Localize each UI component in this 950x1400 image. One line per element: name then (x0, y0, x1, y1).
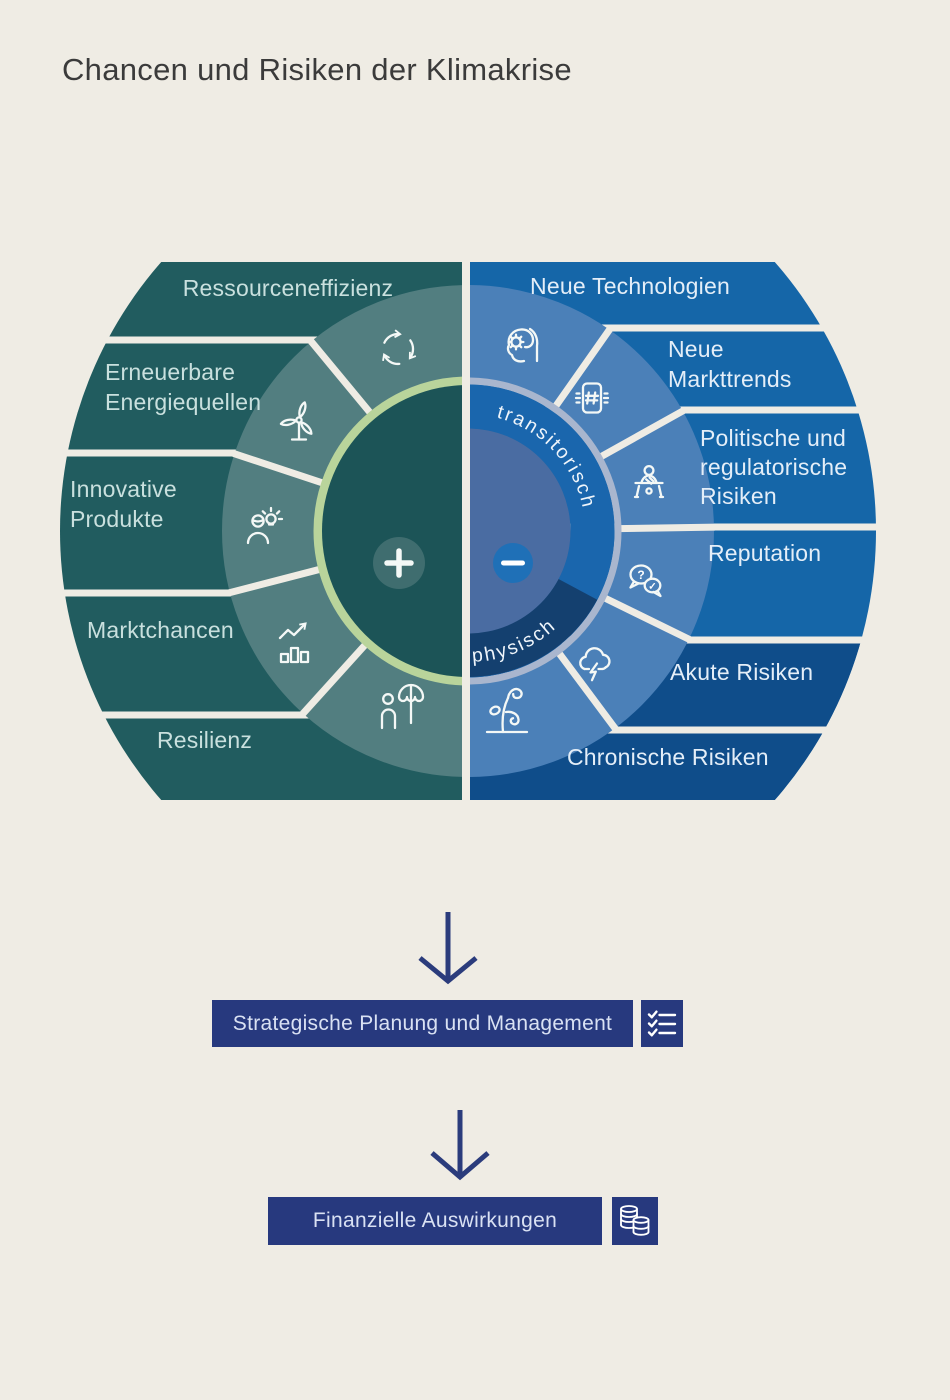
wilted-plant-icon (485, 687, 529, 734)
segment-label: Produkte (70, 506, 164, 532)
down-arrow-icon (418, 912, 478, 985)
speech-bubbles-icon: ? ✓ (629, 564, 662, 598)
chances-icon-ring (222, 285, 462, 777)
growth-chart-icon (278, 622, 310, 664)
financial-impact-bar: Finanzielle Auswirkungen (268, 1197, 602, 1245)
minus-icon (493, 543, 533, 583)
segment-label: Chronische Risiken (567, 744, 769, 770)
podium-person-icon (633, 464, 665, 499)
storm-cloud-icon (579, 647, 611, 682)
segment-label: Neue Technologien (530, 273, 730, 299)
green-ring (313, 376, 462, 686)
segment-label: Risiken (700, 483, 777, 509)
risks-half: transitorisch physisch (470, 262, 920, 800)
segment-label: Akute Risiken (670, 659, 813, 685)
transitory-band (470, 384, 615, 678)
svg-text:?: ? (637, 568, 644, 582)
chances-half: Ressourceneffizienz Erneuerbare Energieq… (20, 262, 462, 800)
segment-label: Politische und (700, 425, 846, 451)
segment-label: Markttrends (668, 366, 792, 392)
financial-impact-label: Finanzielle Auswirkungen (312, 1209, 558, 1232)
segment-label: Resilienz (157, 727, 252, 753)
physical-band (470, 578, 598, 677)
segment-label: Neue (668, 336, 724, 362)
plus-icon (373, 537, 425, 589)
segment-label: Marktchancen (87, 617, 234, 643)
wind-turbine-icon (279, 401, 313, 441)
svg-text:✓: ✓ (648, 582, 656, 593)
chances-inner-disc (322, 385, 462, 677)
segment-label: Ressourceneffizienz (183, 275, 394, 301)
segment-label: Erneuerbare (105, 359, 235, 385)
page-title: Chancen und Risiken der Klimakrise (62, 52, 572, 87)
phone-hashtag-icon (574, 382, 610, 414)
recycle-icon (382, 329, 417, 366)
checklist-icon (647, 1010, 677, 1036)
coins-icon-box (612, 1197, 658, 1245)
strategic-planning-label: Strategische Planung und Management (232, 1011, 613, 1035)
checklist-icon-box (641, 1000, 683, 1047)
down-arrow-icon (430, 1110, 490, 1181)
segment-label: regulatorische (700, 454, 847, 480)
segment-label: Innovative (70, 476, 177, 502)
coins-icon (620, 1205, 650, 1236)
segment-label: Energiequellen (105, 389, 261, 415)
idea-person-icon (246, 506, 284, 545)
inner-gray-ring (470, 377, 622, 685)
ai-head-icon (506, 327, 539, 363)
umbrella-person-icon (380, 683, 425, 730)
risks-inner-disc (470, 428, 571, 634)
strategic-planning-bar: Strategische Planung und Management (212, 1000, 633, 1047)
segment-label: Reputation (708, 540, 821, 566)
